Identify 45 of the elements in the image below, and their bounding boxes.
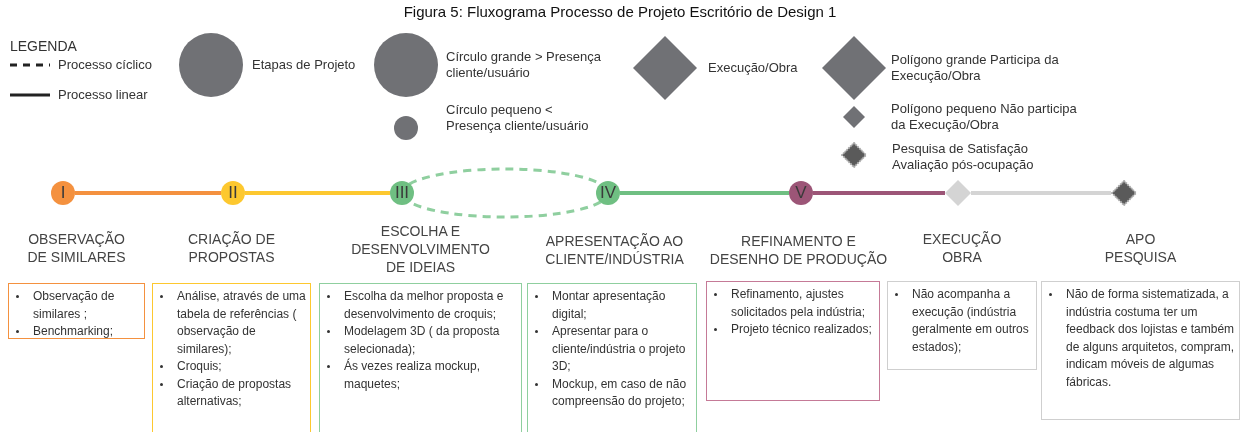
legend-text: Pesquisa de Satisfação Avaliação pós-ocupação: [892, 141, 1035, 173]
bullet-item: Análise, através de uma tabela de referências ( observação de similares);: [153, 288, 306, 358]
legend-text: Execução/Obra: [708, 60, 799, 76]
bullet-item: Observação de similares ;: [9, 288, 140, 323]
bullet-item: Montar apresentação digital;: [528, 288, 692, 323]
legend-text: Polígono grande Participa da Execução/Obra: [891, 52, 1060, 84]
bullet-item: Benchmarking;: [9, 323, 140, 341]
diamond-marker: [945, 180, 971, 206]
bullet-item: Projeto técnico realizados;: [707, 321, 875, 339]
legend-heading: LEGENDA: [10, 38, 77, 54]
stage-heading: REFINAMENTO E DESENHO DE PRODUÇÃO: [708, 232, 889, 268]
connector-line: [620, 191, 789, 195]
legend-text: Círculo grande > Presença cliente/usuário: [446, 49, 601, 81]
connector-line: [971, 191, 1111, 195]
bullet-item: Croquis;: [153, 358, 306, 376]
bullet-item: Não acompanha a execução (indústria geralmente em outros estados);: [888, 286, 1032, 356]
stage-circle: III: [390, 181, 414, 205]
bullet-item: Escolha da melhor proposta e desenvolvimento de croquis;: [320, 288, 517, 323]
figure-title: Figura 5: Fluxograma Processo de Projeto Escritório de Design 1: [402, 3, 838, 20]
bullet-item: Criação de propostas alternativas;: [153, 375, 306, 411]
legend-text: Processo cíclico: [58, 57, 153, 73]
connector-line: [245, 191, 390, 195]
bullet-item: Mockup, em caso de não compreensão do projeto;: [528, 375, 692, 411]
legend-text: Polígono pequeno Não participa da Execução/Obra: [891, 101, 1078, 133]
bullet-item: Modelagem 3D ( da proposta selecionada);: [320, 323, 517, 358]
stage-heading: CRIAÇÃO DE PROPOSTAS: [186, 230, 277, 266]
diamond-marker: [1111, 180, 1137, 206]
bullet-item: Refinamento, ajustes solicitados pela indústria;: [707, 286, 875, 321]
stage-circle: IV: [596, 181, 620, 205]
stage-heading: APO PESQUISA: [1103, 230, 1178, 266]
bullet-item: Não de forma sistematizada, a indústria costuma ter um feedback dos lojistas e também de alguns arquitetos, compram, indicam móveis de algumas fábricas.: [1042, 286, 1235, 391]
stage-circle: II: [221, 181, 245, 205]
bullet-item: Apresentar para o cliente/indústria o projeto 3D;: [528, 323, 692, 376]
connector-line: [813, 191, 945, 195]
stage-heading: EXECUÇÃO OBRA: [921, 230, 1003, 266]
connector-line: [75, 191, 221, 195]
stage-heading: OBSERVAÇÃO DE SIMILARES: [26, 230, 127, 266]
legend-text: Etapas de Projeto: [252, 57, 357, 73]
bullet-item: Ás vezes realiza mockup, maquetes;: [320, 358, 517, 393]
stage-heading: ESCOLHA E DESENVOLVIMENTO DE IDEIAS: [350, 222, 491, 276]
legend-text: Círculo pequeno < Presença cliente/usuário: [446, 102, 590, 134]
stage-circle: V: [789, 181, 813, 205]
stage-circle: I: [51, 181, 75, 205]
legend-text: Processo linear: [58, 87, 149, 103]
stage-heading: APRESENTAÇÃO AO CLIENTE/INDÚSTRIA: [544, 232, 685, 268]
